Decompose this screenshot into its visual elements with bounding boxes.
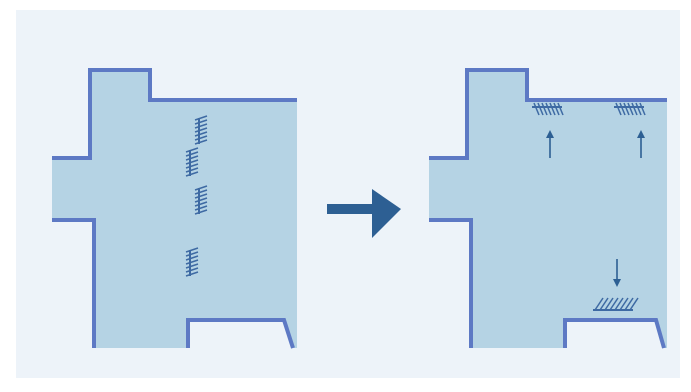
hatch-mark [537,102,544,116]
hatch-mark [185,263,199,269]
hatch-mark [194,209,208,215]
hatch-mark [194,131,208,137]
hatch-mark [194,193,208,199]
hatch-mark [557,102,564,116]
hatch-mark [185,167,199,173]
hatch-mark [194,197,208,203]
up-arrow-icon [546,130,554,158]
hatch-mark [627,102,634,116]
hatch-mark [615,102,622,116]
hatch-mark [594,297,604,311]
up-arrow-icon [637,130,645,158]
hatch-mark [185,151,199,157]
room-before-walls [52,68,297,349]
hatch-cluster-top-right [614,102,646,116]
panel-before [52,68,297,349]
hatch-mark [609,297,619,311]
hatch-mark [185,147,199,153]
hatch-mark [623,102,630,116]
right-arrow-icon [327,189,401,238]
hatch-mark [185,247,199,253]
room-after-walls [429,68,667,349]
hatch-cluster-3 [194,185,208,215]
hatch-mark [629,297,639,311]
hatch-mark [194,119,208,125]
hatch-mark [185,251,199,257]
hatch-cluster-1 [194,115,208,145]
hatch-mark [619,102,626,116]
hatch-mark [185,163,199,169]
panel-after [429,68,667,349]
obstruction-column [185,115,208,277]
hatch-mark [635,102,642,116]
hatch-mark [194,139,208,145]
hatch-mark [185,259,199,265]
hatch-mark [194,185,208,191]
hatch-mark [614,297,624,311]
hatch-mark [194,189,208,195]
hatch-cluster-4 [185,247,199,277]
hatch-mark [624,297,634,311]
hatch-mark [185,155,199,161]
hatch-mark [194,115,208,121]
hatch-cluster-2 [185,147,199,177]
hatch-mark [549,102,556,116]
hatch-mark [194,123,208,129]
room-before-fill [52,70,297,348]
hatch-mark [185,271,199,277]
hatch-mark [185,171,199,177]
hatch-mark [619,297,629,311]
hatch-mark [185,267,199,273]
hatch-mark [599,297,609,311]
hatch-mark [194,127,208,133]
hatch-mark [604,297,614,311]
hatch-mark [639,102,646,116]
hatch-cluster-bottom [593,297,639,311]
hatch-mark [631,102,638,116]
down-arrow-icon [613,259,621,287]
hatch-mark [185,159,199,165]
hatch-cluster-top-left [532,102,564,116]
hatch-mark [545,102,552,116]
hatch-mark [533,102,540,116]
hatch-mark [185,255,199,261]
hatch-mark [541,102,548,116]
hatch-mark [194,205,208,211]
hatch-mark [194,135,208,141]
room-after-fill [429,70,667,348]
hatch-mark [553,102,560,116]
hatch-mark [194,201,208,207]
